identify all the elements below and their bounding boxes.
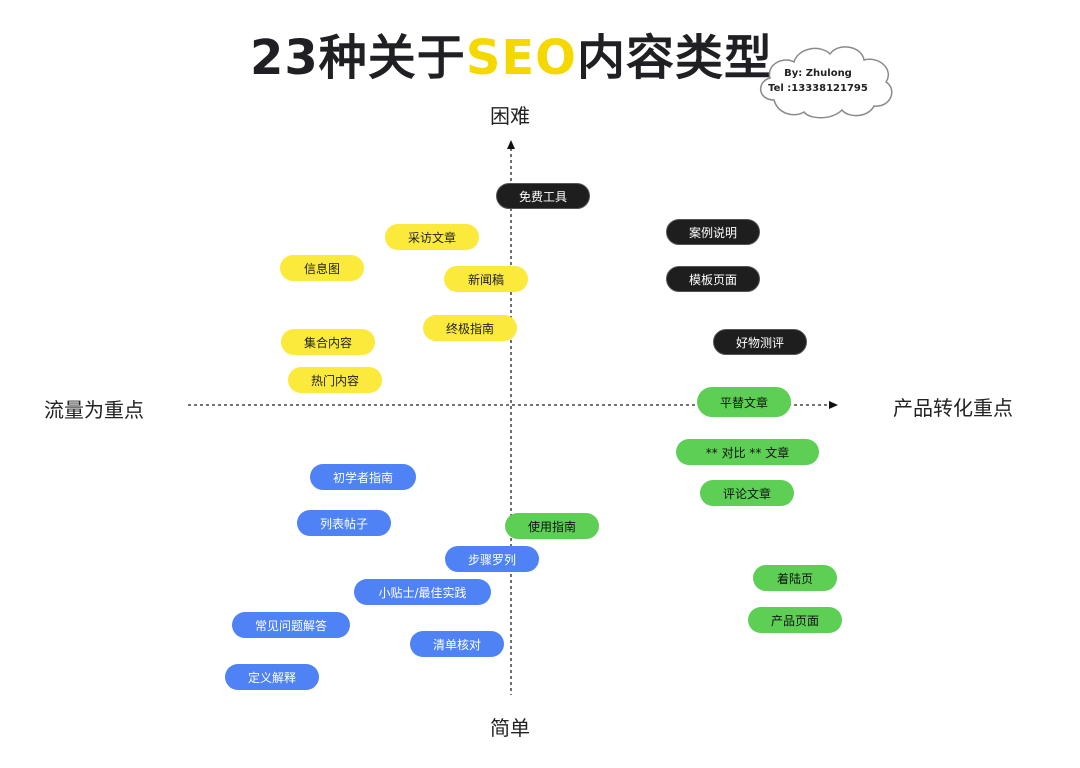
cloud-icon [760,46,893,119]
content-type-pill: 列表帖子 [297,510,391,536]
content-type-pill: 产品页面 [748,607,842,633]
content-type-pill: 模板页面 [666,266,760,292]
content-type-pill: ** 对比 ** 文章 [676,439,819,465]
x-axis-positive-label: 产品转化重点 [893,396,1013,420]
content-type-pill: 初学者指南 [310,464,416,490]
content-type-pill: 热门内容 [288,367,382,393]
y-axis-arrow [507,140,515,149]
content-type-pill: 步骤罗列 [445,546,539,572]
x-axis-negative-label: 流量为重点 [44,398,144,422]
content-type-pill: 免费工具 [496,183,590,209]
content-type-pill: 案例说明 [666,219,760,245]
content-type-pill: 着陆页 [753,565,837,591]
title-highlight: SEO [465,30,577,86]
x-axis-arrow [829,401,838,409]
content-type-pill: 评论文章 [700,480,794,506]
content-type-pill: 定义解释 [225,664,319,690]
title-suffix: 内容类型 [576,30,773,86]
page-title: 23种关于SEO内容类型 [250,22,773,94]
author-cloud: By: Zhulong Tel :13338121795 [752,38,900,124]
content-type-pill: 使用指南 [505,513,599,539]
content-type-pill: 清单核对 [410,631,504,657]
content-type-pill: 采访文章 [385,224,479,250]
title-prefix: 23种关于 [250,30,466,86]
author-name: By: Zhulong [784,68,852,79]
y-axis-positive-label: 困难 [490,104,530,128]
author-phone: Tel :13338121795 [768,83,868,94]
content-type-pill: 平替文章 [697,387,791,417]
content-type-pill: 小贴士/最佳实践 [354,579,491,605]
content-type-pill: 集合内容 [281,329,375,355]
content-type-pill: 常见问题解答 [232,612,350,638]
content-type-pill: 好物测评 [713,329,807,355]
y-axis-negative-label: 简单 [490,716,530,740]
content-type-pill: 终极指南 [423,315,517,341]
content-type-pill: 新闻稿 [444,266,528,292]
content-type-pill: 信息图 [280,255,364,281]
